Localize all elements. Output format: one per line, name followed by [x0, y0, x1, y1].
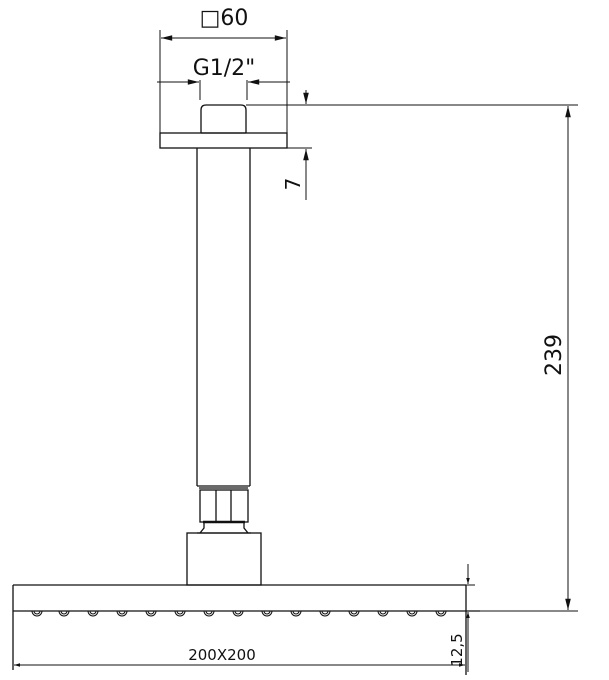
- dim-thread: [157, 79, 290, 100]
- dim-total-height: [480, 105, 578, 612]
- total-height-label: 239: [542, 334, 567, 376]
- head-connector-block: [186, 532, 262, 586]
- shower-head: [12, 584, 480, 675]
- dim-head-thickness: [466, 564, 475, 672]
- head-size-label: 200X200: [188, 646, 256, 664]
- shower-nozzles: [31, 610, 447, 617]
- flange-thickness-label: 7: [281, 178, 305, 191]
- swivel-nut: [197, 489, 251, 534]
- flange-size-label: □60: [200, 6, 249, 31]
- threaded-nipple: [200, 104, 247, 134]
- dim-flange-thickness: [246, 90, 578, 200]
- ceiling-arm: [196, 148, 251, 489]
- dim-flange-width: [159, 30, 288, 145]
- ceiling-flange: [159, 132, 288, 149]
- head-thickness-label: 12,5: [448, 633, 466, 666]
- thread-label: G1/2": [193, 56, 256, 81]
